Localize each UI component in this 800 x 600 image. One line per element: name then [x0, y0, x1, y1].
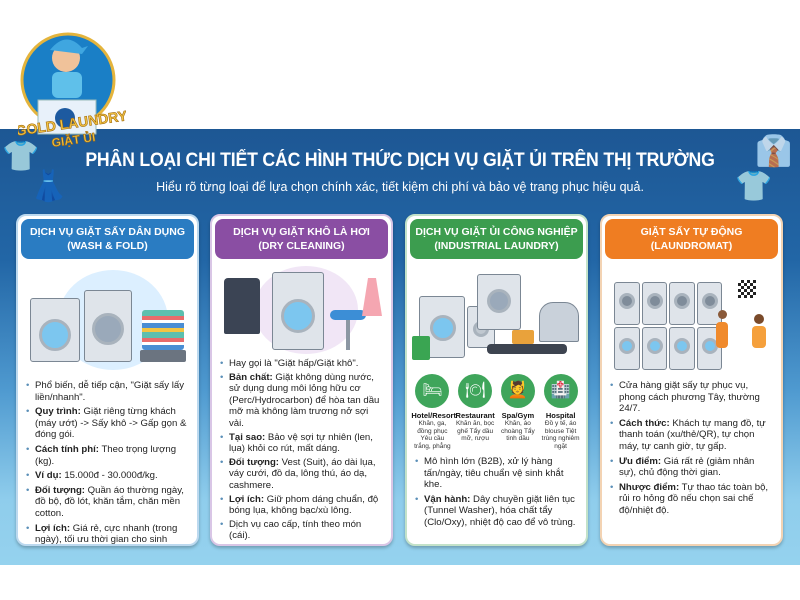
shirt-icon: 👕 [2, 140, 40, 173]
page-title: PHÂN LOẠI CHI TIẾT CÁC HÌNH THỨC DỊCH VỤ… [85, 150, 715, 171]
card-header: DỊCH VỤ GIẶT ỦI CÔNG NGHIỆP (INDUSTRIAL … [410, 219, 583, 259]
list-item: Mô hình lớn (B2B), xử lý hàng tấn/ngày, … [415, 456, 578, 491]
list-item: Ví dụ: 15.000đ - 30.000đ/kg. [26, 470, 189, 482]
card-subtitle: (INDUSTRIAL LAUNDRY) [434, 240, 559, 252]
list-item: Đối tượng: Vest (Suit), áo dài lụa, váy … [220, 457, 383, 492]
card-header: DỊCH VỤ GIẶT SẤY DÂN DỤNG (WASH & FOLD) [21, 219, 194, 259]
laundromat-illustration [602, 262, 781, 380]
bed-icon: 🛏 [415, 374, 450, 408]
card-header: GIẶT SẤY TỰ ĐỘNG (LAUNDROMAT) [605, 219, 778, 259]
card-subtitle: (WASH & FOLD) [67, 240, 148, 252]
list-item: Tại sao: Bảo vệ sợi tự nhiên (len, lụa) … [220, 432, 383, 455]
list-item: Cửa hàng giặt sấy tự phục vụ, phong cách… [610, 380, 773, 415]
gold-laundry-logo: GOLD LAUNDRY GIẶT ỦI [14, 20, 129, 150]
list-item: Cách tính phí: Theo trọng lượng (kg). [26, 444, 189, 467]
polo-icon: 👕 [735, 170, 773, 203]
card-header: DỊCH VỤ GIẶT KHÔ LÀ HƠI (DRY CLEANING) [215, 219, 388, 259]
list-item: Cách thức: Khách tự mang đồ, tự thanh to… [610, 418, 773, 453]
industrial-machines-illustration [407, 262, 586, 374]
card-title: DỊCH VỤ GIẶT KHÔ LÀ HƠI [233, 226, 370, 238]
list-item: Lợi ích: Giữ phom dáng chuẩn, độ bóng lụ… [220, 494, 383, 517]
list-item: Quy trình: Giặt riêng từng khách (máy ướ… [26, 406, 189, 441]
page-subtitle: Hiểu rõ từng loại để lựa chọn chính xác,… [156, 180, 644, 194]
card-dry-cleaning: DỊCH VỤ GIẶT KHÔ LÀ HƠI (DRY CLEANING) H… [210, 214, 393, 546]
dry-cleaning-illustration [212, 262, 391, 358]
list-item: Đối tượng: Quần áo thường ngày, đồ bộ, đ… [26, 485, 189, 520]
list-item: Ưu điểm: Giá rất rẻ (giảm nhân sự), chủ … [610, 456, 773, 479]
dining-table-icon: 🍽 [458, 374, 493, 408]
card-title: DỊCH VỤ GIẶT SẤY DÂN DỤNG [30, 226, 185, 238]
list-item: Bản chất: Giặt không dùng nước, sử dụng … [220, 372, 383, 430]
list-item: Lợi ích: Giá rẻ, cực nhanh (trong ngày),… [26, 523, 189, 544]
list-item: Phổ biến, dễ tiếp cận, "Giặt sấy lấy liề… [26, 380, 189, 403]
shirt-icon: 👔 [755, 135, 793, 168]
svg-text:GIẶT ỦI: GIẶT ỦI [51, 129, 97, 150]
card-title: GIẶT SẤY TỰ ĐỘNG [640, 226, 743, 238]
card-subtitle: (LAUNDROMAT) [650, 240, 733, 252]
card-industrial-laundry: DỊCH VỤ GIẶT ỦI CÔNG NGHIỆP (INDUSTRIAL … [405, 214, 588, 546]
massage-icon: 💆 [500, 374, 535, 408]
card-subtitle: (DRY CLEANING) [258, 240, 345, 252]
card-wash-fold: DỊCH VỤ GIẶT SẤY DÂN DỤNG (WASH & FOLD) … [16, 214, 199, 546]
list-item: Hay gọi là "Giặt hấp/Giặt khô". [220, 358, 383, 370]
card-laundromat: GIẶT SẤY TỰ ĐỘNG (LAUNDROMAT) Cửa hàng g… [600, 214, 783, 546]
list-item: Vận hành: Dây chuyền giặt liên tục (Tunn… [415, 494, 578, 529]
list-item: Nhược điểm: Tự thao tác toàn bộ, rủi ro … [610, 482, 773, 517]
hospital-icon: 🏥 [543, 374, 578, 408]
dress-icon: 👗 [30, 170, 68, 203]
qr-code-icon [736, 278, 758, 300]
list-item: Dịch vụ cao cấp, tính theo món (cái). [220, 519, 383, 542]
card-title: DỊCH VỤ GIẶT ỦI CÔNG NGHIỆP [415, 226, 578, 238]
washing-machines-illustration [18, 262, 197, 380]
